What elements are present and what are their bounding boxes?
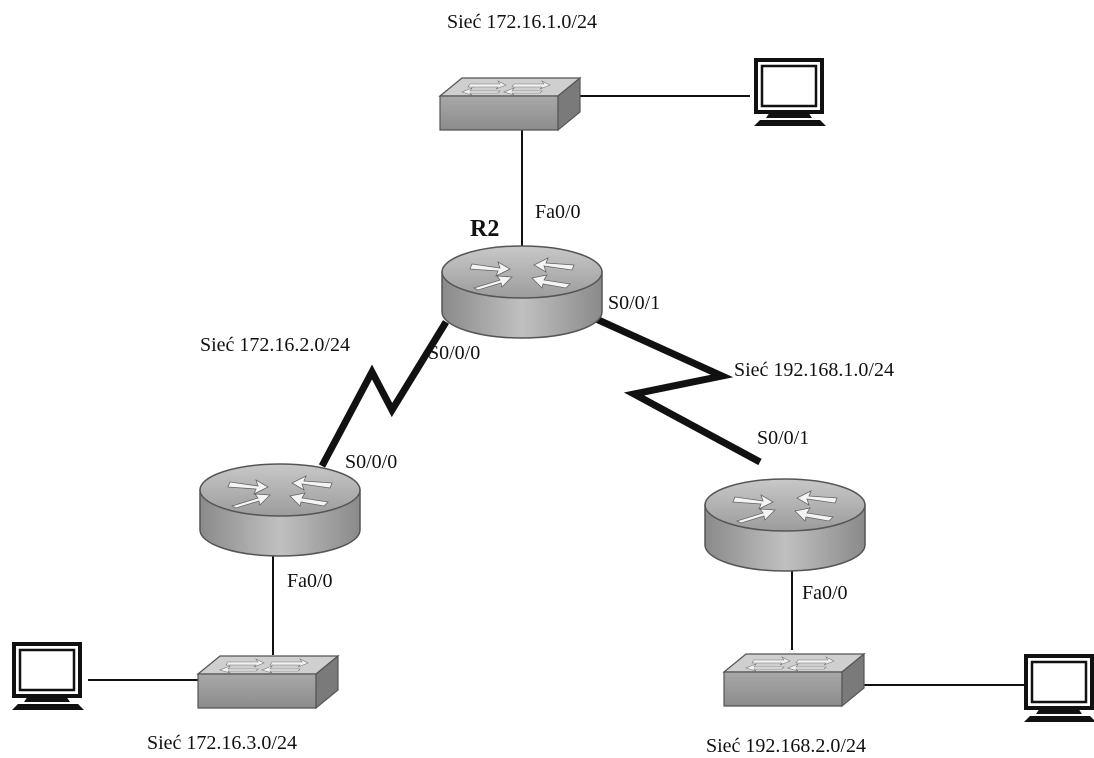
switch-icon [723,653,865,707]
r2-name-label: R2 [470,216,499,242]
switch-bottom-left[interactable] [197,655,339,709]
r2-s001-label: S0/0/1 [608,292,660,314]
serial-link-right [592,314,762,466]
network-label-bottom-left: Sieć 172.16.3.0/24 [147,732,297,754]
pc-icon [10,642,86,712]
switch-icon [439,77,581,131]
switch-top[interactable] [439,77,581,131]
network-label-left-serial: Sieć 172.16.2.0/24 [200,334,350,356]
serial-link-left [318,320,449,468]
right-router-fa-label: Fa0/0 [802,582,848,604]
left-router-fa-label: Fa0/0 [287,570,333,592]
left-router-s000-label: S0/0/0 [345,451,397,473]
pc-icon [752,58,828,128]
router-right[interactable] [704,478,866,572]
r2-fa-label: Fa0/0 [535,201,581,223]
r2-s000-label: S0/0/0 [428,342,480,364]
pc-top[interactable] [752,58,828,128]
pc-icon [1022,654,1094,724]
ethernet-links [88,95,1030,686]
switch-icon [197,655,339,709]
router-r2[interactable] [441,245,603,339]
network-label-right-serial: Sieć 192.168.1.0/24 [734,359,894,381]
right-router-s001-label: S0/0/1 [757,427,809,449]
serial-links [318,314,762,468]
router-left[interactable] [199,463,361,557]
pc-bottom-left[interactable] [10,642,86,712]
pc-bottom-right[interactable] [1022,654,1094,724]
router-icon [441,245,603,339]
router-icon [199,463,361,557]
network-label-bottom-right: Sieć 192.168.2.0/24 [706,735,866,757]
router-icon [704,478,866,572]
switch-bottom-right[interactable] [723,653,865,707]
network-label-top: Sieć 172.16.1.0/24 [447,11,597,33]
